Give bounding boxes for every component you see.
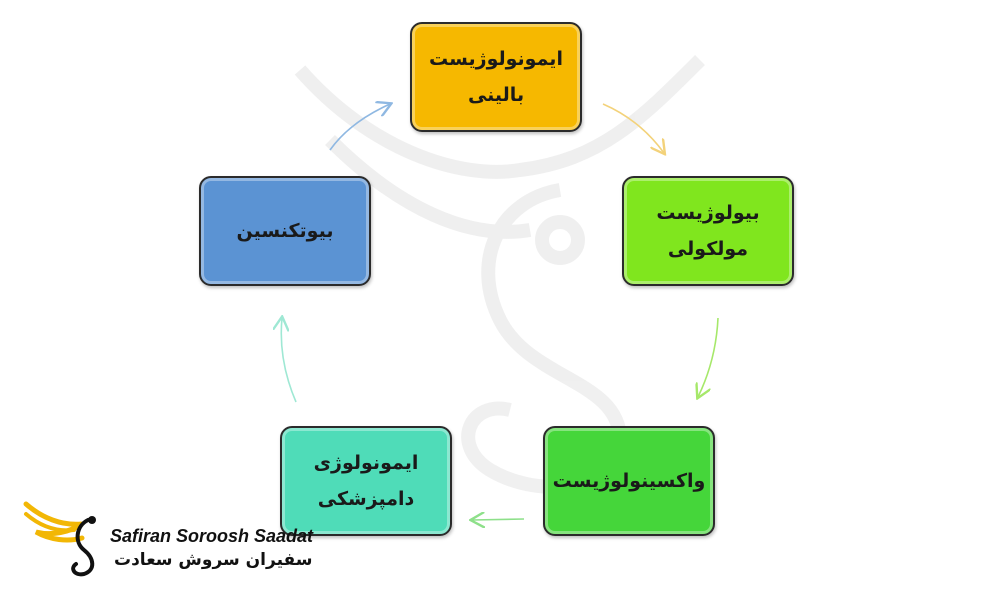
logo-latin-text: Safiran Soroosh Saadat — [110, 526, 314, 546]
logo-persian-text: سفیران سروش سعادت — [114, 550, 313, 570]
arrow-bottom-to-bottom-left — [472, 519, 525, 520]
arrow-bottom-left-to-left — [281, 318, 297, 403]
node-biotechnician: بیوتکنسین — [199, 176, 371, 286]
arrow-top-to-right — [602, 103, 664, 153]
node-vaccinologist: واکسینولوژیست — [543, 426, 715, 536]
arrow-right-to-bottom — [698, 317, 719, 397]
node-molecular-biologist: بیولوژیست مولکولی — [622, 176, 794, 286]
swan-wing-logo-icon — [23, 501, 96, 577]
brand-logo: Safiran Soroosh Saadat سفیران سروش سعادت — [22, 496, 313, 582]
node-veterinary-immunology: ایمونولوژی دامپزشکی — [280, 426, 452, 536]
node-clinical-immunologist: ایمونولوژیست بالینی — [410, 22, 582, 132]
arrow-left-to-top — [329, 104, 390, 151]
